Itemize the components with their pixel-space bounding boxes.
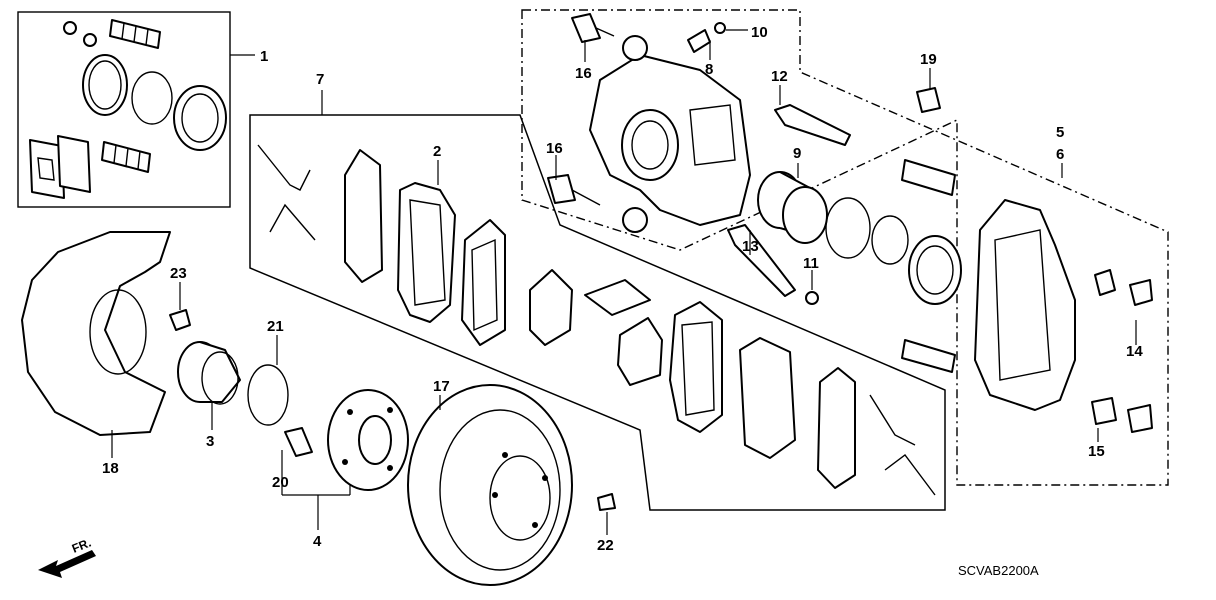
caliper-bolt-upper (571, 13, 615, 43)
inner-shim-right (617, 317, 663, 386)
bleeder-screw (687, 22, 726, 53)
callout-12: 12 (771, 68, 788, 85)
caliper-bolt-lower (547, 174, 601, 206)
callout-3: 3 (206, 433, 214, 450)
caliper-frame (521, 9, 1169, 486)
shim-plates (29, 135, 91, 199)
callout-19: 19 (920, 51, 937, 68)
small-washers (63, 21, 97, 47)
callout-6: 6 (1056, 146, 1064, 163)
callout-15: 15 (1088, 443, 1105, 460)
hub-bearing (177, 341, 241, 405)
pin-boots (901, 159, 956, 373)
pad-clips (1091, 269, 1153, 433)
callout-16-lower: 16 (546, 140, 563, 157)
upper-boot (109, 19, 161, 49)
pin-cap (805, 291, 819, 305)
callout-9: 9 (793, 145, 801, 162)
brake-pad-outer-right (739, 337, 796, 459)
caliper-body (589, 35, 751, 233)
splash-shield (21, 231, 171, 436)
outer-shim-right (817, 367, 856, 489)
lower-boot (101, 141, 151, 173)
callout-14: 14 (1126, 343, 1143, 360)
front-direction-arrow: FR. (38, 536, 96, 578)
callout-20: 20 (272, 474, 289, 491)
callout-8: 8 (705, 61, 713, 78)
callout-5: 5 (1056, 124, 1064, 141)
wear-indicator-shim (584, 279, 651, 316)
wheel-stud (284, 427, 313, 457)
anti-rattle-springs-left (257, 144, 316, 241)
guide-pin-lower (727, 224, 796, 297)
callout-17: 17 (433, 378, 450, 395)
caliper-bracket (974, 199, 1076, 411)
shield-bolt (169, 309, 191, 331)
inner-shim-left (529, 269, 573, 346)
callout-10: 10 (751, 24, 768, 41)
brake-pad-inner-left (461, 219, 506, 346)
leader-lines (111, 29, 1137, 535)
callout-16-upper: 16 (575, 65, 592, 82)
outer-shim-left (344, 149, 383, 283)
piston-seals (825, 197, 962, 305)
diagram-code: SCVAB2200A (958, 563, 1039, 578)
front-label: FR. (70, 536, 93, 556)
callout-11: 11 (803, 255, 819, 272)
brake-pad-inner-right (669, 301, 723, 433)
piston-seal-rings (82, 54, 227, 151)
callout-13: 13 (742, 238, 759, 255)
disc-screw (597, 493, 616, 511)
callout-22: 22 (597, 537, 614, 554)
guide-pin-upper (774, 104, 851, 146)
hub-assembly (327, 389, 409, 491)
piston (757, 171, 828, 244)
callout-2: 2 (433, 143, 441, 160)
callout-1: 1 (260, 48, 268, 65)
anti-rattle-springs-right (869, 394, 936, 496)
brake-disc (407, 384, 573, 586)
callout-23: 23 (170, 265, 187, 282)
callout-7: 7 (316, 71, 324, 88)
seal-kit-box (17, 11, 255, 208)
callout-18: 18 (102, 460, 119, 477)
brake-pad-outer-left (397, 182, 456, 323)
bracket-bolt (916, 87, 941, 113)
callout-21: 21 (267, 318, 284, 335)
pad-set-frame (249, 90, 946, 511)
snap-ring (247, 364, 289, 426)
callout-4: 4 (313, 533, 322, 550)
